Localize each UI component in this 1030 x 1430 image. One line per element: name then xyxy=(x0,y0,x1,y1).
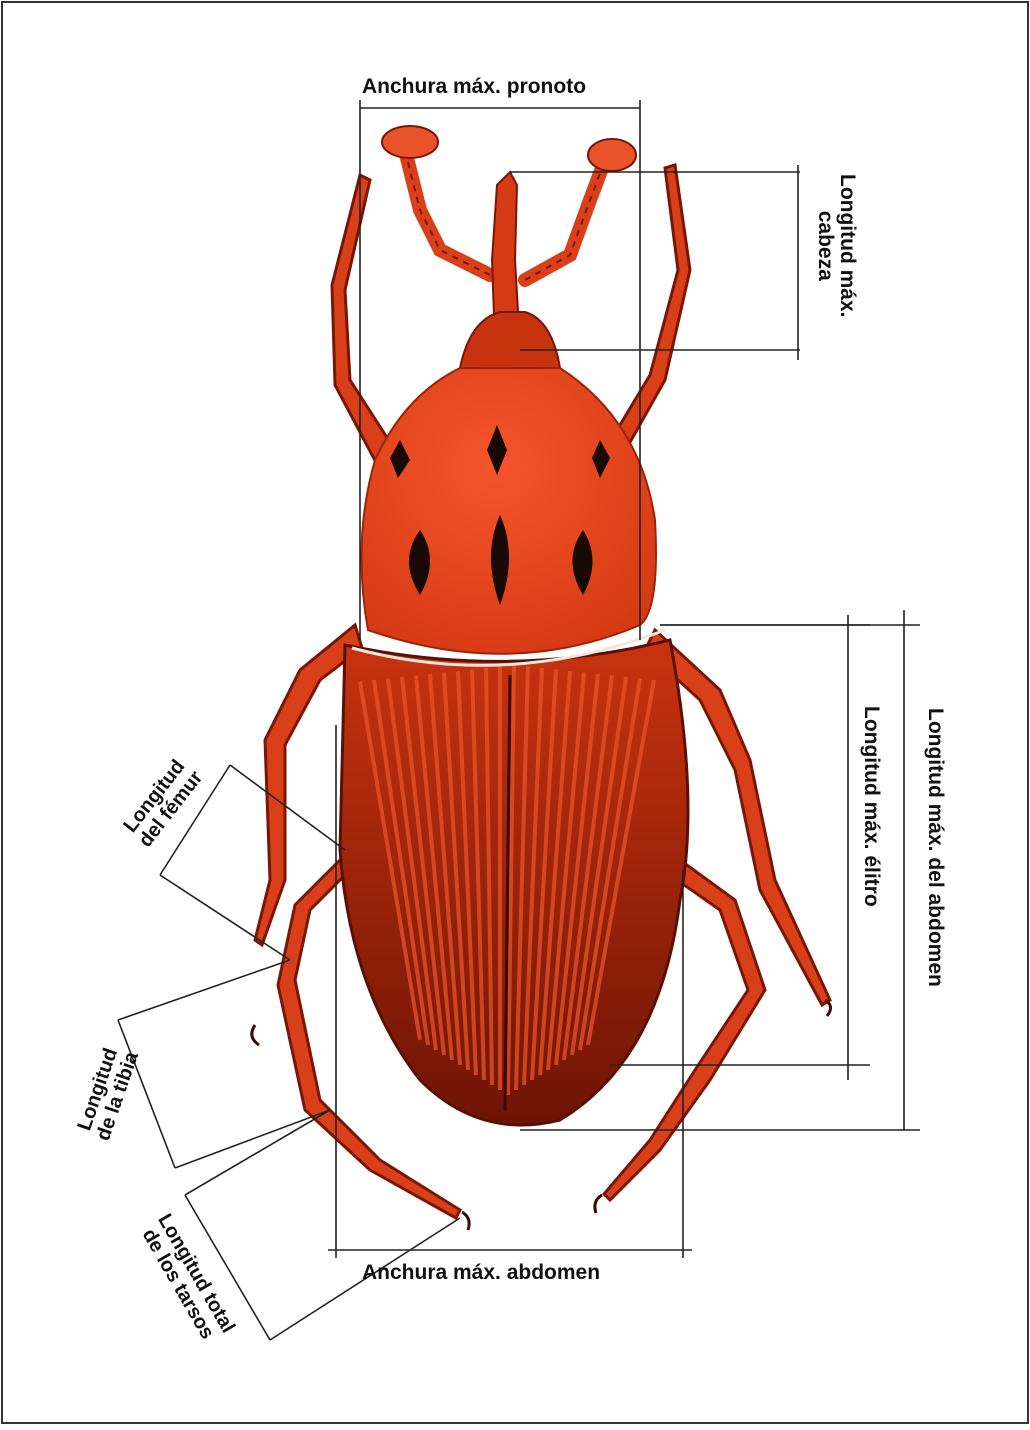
front-right-leg xyxy=(605,165,690,460)
front-left-leg xyxy=(332,175,395,470)
pronotum-width-label: Anchura máx. pronoto xyxy=(362,76,586,98)
head xyxy=(460,312,560,368)
abdomen-length-label: Longitud máx. del abdomen xyxy=(924,708,946,987)
elytron-length-label: Longitud máx. élitro xyxy=(860,706,882,907)
left-antenna-club xyxy=(382,126,438,158)
pronotum xyxy=(352,368,665,665)
left-antenna xyxy=(405,150,490,275)
head-length-line2: cabeza xyxy=(814,174,836,318)
right-antenna xyxy=(525,160,605,280)
right-antenna-club xyxy=(588,139,636,171)
abdomen-width-label: Anchura máx. abdomen xyxy=(362,1262,600,1284)
elytra xyxy=(340,640,688,1125)
head-length-label: Longitud máx. cabeza xyxy=(814,174,858,318)
head-length-line1: Longitud máx. xyxy=(836,174,858,318)
head-appendages xyxy=(382,126,636,368)
